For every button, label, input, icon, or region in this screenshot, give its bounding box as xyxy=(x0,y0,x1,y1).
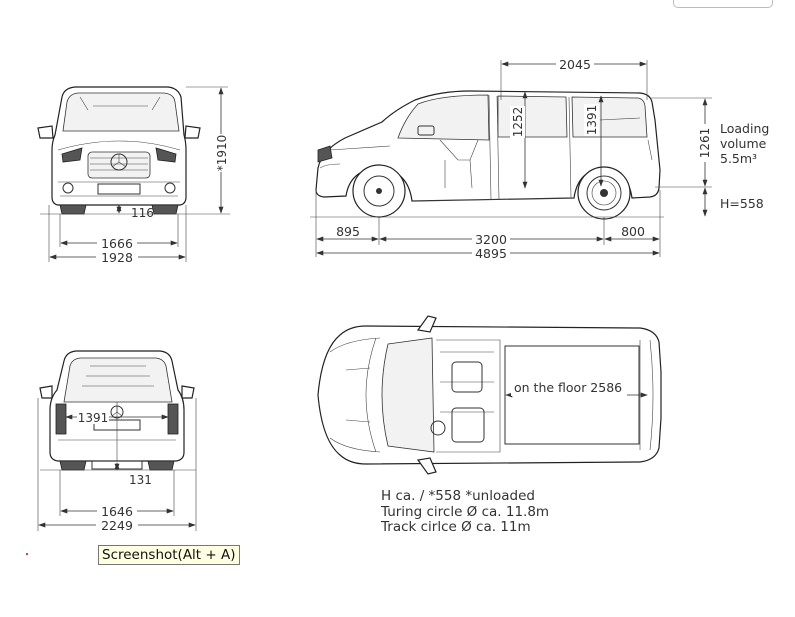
front-width-dimensions: 1666 1928 xyxy=(48,205,187,265)
front-ground-clearance-dimension: 116 xyxy=(116,204,154,220)
loading-height-label: H=558 xyxy=(720,196,764,211)
wheelbase-label: 3200 xyxy=(475,232,507,247)
cargo-length-dimension: 2045 xyxy=(500,57,648,100)
floor-length-label: on the floor 2586 xyxy=(514,380,622,395)
loading-volume-line1: Loading xyxy=(720,121,769,136)
interior-height-front-label: 1252 xyxy=(511,107,525,138)
rear-view: 1391 131 1646 2249 xyxy=(37,350,197,533)
side-view: 2045 1252 1391 1261 Loading volume 5.5m³… xyxy=(310,57,769,261)
loading-volume-line2: volume xyxy=(720,136,767,151)
rear-view-vehicle xyxy=(39,350,196,471)
rear-track-label: 1646 xyxy=(101,504,133,519)
rear-width-dimensions: 1646 2249 xyxy=(37,398,197,533)
cargo-length-label: 2045 xyxy=(559,57,591,72)
loading-volume-value: 5.5m³ xyxy=(720,151,757,166)
top-view-vehicle xyxy=(317,315,662,475)
rear-step-dimension: 131 xyxy=(114,462,152,487)
note-turning-circle: Turing circle Ø ca. 11.8m xyxy=(381,503,550,520)
front-height-dimension: *1910 xyxy=(186,86,229,214)
side-view-vehicle xyxy=(310,90,664,220)
door-height-label: 1261 xyxy=(698,128,712,159)
marker-dot xyxy=(26,553,28,555)
top-view: on the floor 2586 xyxy=(317,315,662,475)
rear-step-label: 131 xyxy=(129,473,152,487)
interior-height-dimensions: 1252 1391 xyxy=(510,91,604,189)
door-height-dimension: 1261 Loading volume 5.5m³ H=558 xyxy=(650,97,769,217)
length-dimensions: 895 3200 800 4895 xyxy=(315,190,661,261)
front-track-label: 1666 xyxy=(101,236,133,251)
front-ground-clearance-label: 116 xyxy=(131,206,154,220)
front-overhang-label: 895 xyxy=(336,224,360,239)
interior-height-rear-label: 1391 xyxy=(585,105,599,136)
note-height-unloaded: H ca. / *558 *unloaded xyxy=(381,488,535,504)
screenshot-tooltip: Screenshot(Alt + A) xyxy=(98,545,240,565)
front-width-label: 1928 xyxy=(101,250,133,265)
spec-notes: H ca. / *558 *unloaded Turing circle Ø c… xyxy=(381,488,550,536)
rear-door-width-dimension: 1391 xyxy=(65,410,169,425)
rear-overhang-label: 800 xyxy=(621,224,645,239)
window-frame-corner xyxy=(673,0,773,8)
front-height-label: *1910 xyxy=(215,135,229,172)
rear-width-label: 2249 xyxy=(101,518,133,533)
rear-door-width-label: 1391 xyxy=(78,411,109,425)
front-view-vehicle xyxy=(37,86,230,215)
floor-length-dimension: on the floor 2586 xyxy=(505,380,648,398)
front-view: *1910 116 1666 1928 xyxy=(37,86,230,265)
overall-length-label: 4895 xyxy=(475,246,507,261)
note-track-circle: Track cirlce Ø ca. 11m xyxy=(381,519,531,535)
